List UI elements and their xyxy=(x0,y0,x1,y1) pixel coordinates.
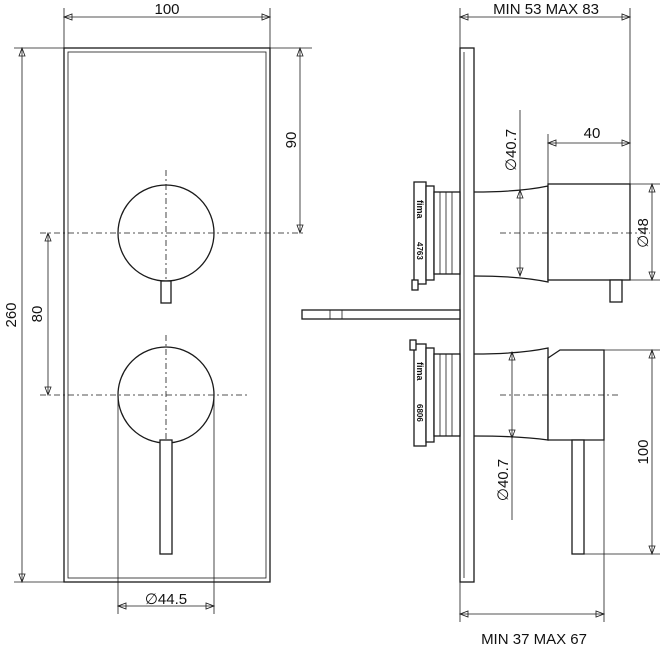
dim-body-diameter-upper: ∅40.7 xyxy=(503,129,520,171)
dim-body-diameter-lower: ∅40.7 xyxy=(495,459,512,501)
front-view: 100 90 260 80 ∅44.5 xyxy=(3,1,312,614)
front-plate-inner xyxy=(67,51,267,579)
upper-knob-pin xyxy=(160,280,172,304)
dim-knob-outer-diameter: ∅48 xyxy=(635,218,652,248)
front-plate-outer xyxy=(63,47,271,583)
dim-height-total: 260 xyxy=(3,302,20,327)
upper-code-label: 4763 xyxy=(415,242,424,260)
connecting-tube xyxy=(301,309,461,320)
dim-depth-range-bottom: MIN 37 MAX 67 xyxy=(481,631,587,648)
dim-upper-offset: 90 xyxy=(283,132,300,149)
lower-code-label: 6806 xyxy=(415,404,424,422)
upper-cartridge-flange xyxy=(413,181,427,285)
side-plate xyxy=(459,47,475,583)
dim-knob-diameter: ∅44.5 xyxy=(145,591,187,608)
dim-depth-range-top: MIN 53 MAX 83 xyxy=(493,1,599,18)
dim-knob-spacing: 80 xyxy=(29,306,46,323)
lower-cartridge-flange xyxy=(413,343,427,447)
dim-lever-length: 100 xyxy=(635,439,652,464)
upper-knob-side xyxy=(547,183,631,281)
dim-knob-depth: 40 xyxy=(584,125,601,142)
side-view: fima 4763 fima 6806 MIN 53 M xyxy=(301,1,660,648)
dim-width-top: 100 xyxy=(154,1,179,18)
upper-brand-label: fima xyxy=(415,200,425,220)
lower-lever-side xyxy=(571,439,585,555)
lower-brand-label: fima xyxy=(415,362,425,382)
lower-lever xyxy=(159,439,173,555)
